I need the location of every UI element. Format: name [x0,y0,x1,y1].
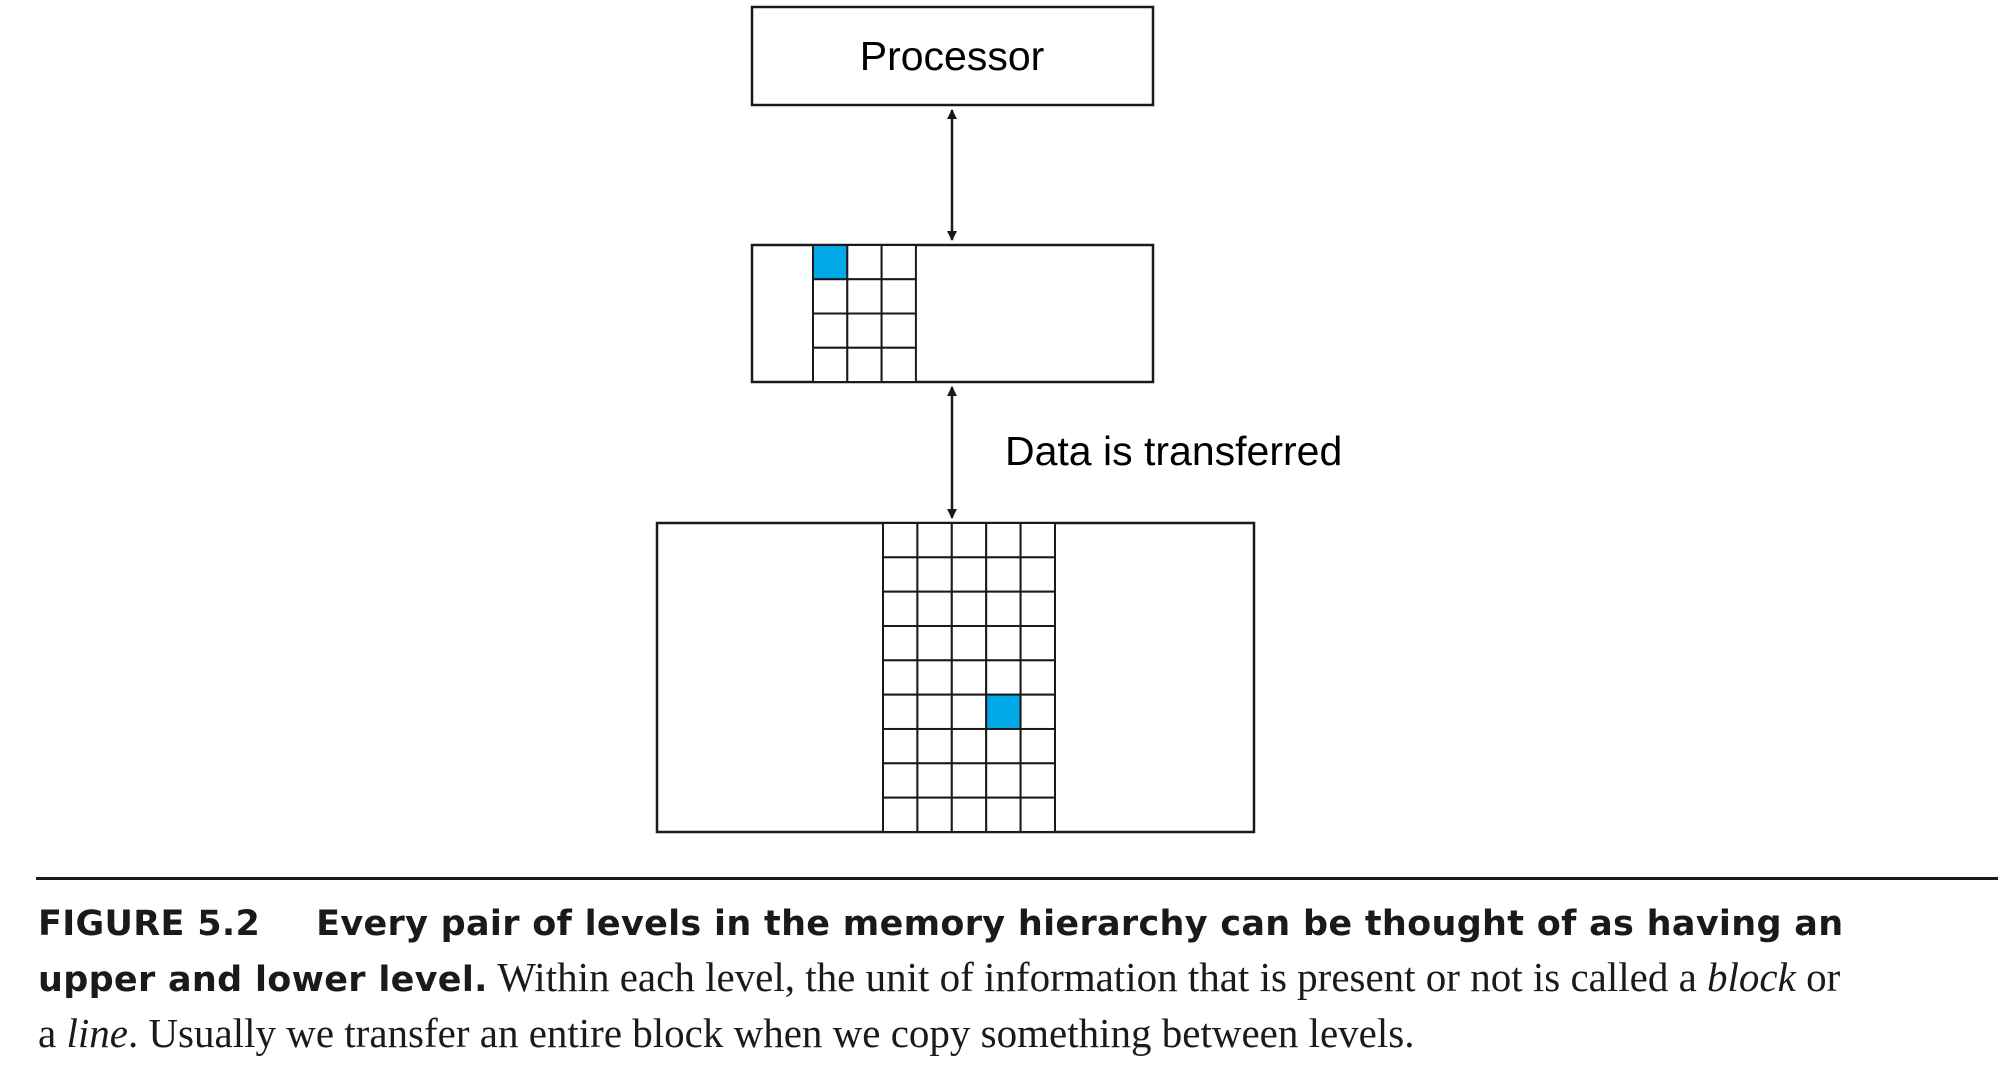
lower-level-block-cell [950,727,988,765]
upper-level-block-cell [846,346,883,383]
lower-level-block-cell [882,727,919,765]
lower-level-block-cell [950,590,988,627]
upper-level-block-cell [880,312,917,349]
lower-level-block-cell [1019,693,1056,730]
lower-level-block-cell [882,556,919,593]
lower-level-block-cell [1019,590,1056,627]
lower-level-block-cell [950,556,988,593]
lower-level-block-cell [1019,727,1056,765]
upper-level-block-cell [880,244,917,281]
upper-level-block-cell [846,278,883,315]
lower-level-block-cell [882,762,919,799]
figure-label: FIGURE 5.2 [38,904,261,944]
caption-body-continued: or [1795,954,1841,1000]
lower-level-block-cell [916,693,953,730]
lower-level-block-cell [950,762,988,799]
caption-body-lead: a [38,1010,67,1056]
lower-level-block-grid [882,522,1056,833]
lower-level-block-cell [985,762,1022,799]
upper-level-block-cell [812,346,849,383]
lower-level-block-cell [950,796,988,833]
caption-line-3: a line. Usually we transfer an entire bl… [38,1005,2000,1061]
upper-level-block-cell [880,346,917,383]
lower-level-block-cell [882,693,919,730]
caption-title-continued: upper and lower level. [38,960,488,1000]
upper-level-block-cell [812,312,849,349]
lower-level-block-cell [985,556,1022,593]
lower-level-block-cell [882,522,919,559]
lower-level-block-cell [1019,659,1056,696]
lower-level-block-cell [1019,624,1056,662]
caption-rule [36,877,1998,880]
lower-level-block-cell [1019,522,1056,559]
upper-level-block-cell [880,278,917,315]
caption-title: Every pair of levels in the memory hiera… [316,904,1844,944]
lower-level-highlighted-block [985,693,1022,730]
lower-level-block-cell [882,796,919,833]
term-line: line [66,1010,128,1056]
lower-level-block-cell [985,796,1022,833]
lower-level-block-cell [916,727,953,765]
lower-level-block-cell [916,659,953,696]
lower-level-block-cell [950,522,988,559]
lower-level-block-cell [916,590,953,627]
caption-body: Within each level, the unit of informati… [487,954,1708,1000]
lower-level-block-cell [916,556,953,593]
caption-line-2: upper and lower level. Within each level… [38,949,2000,1005]
lower-level-block-cell [1019,796,1056,833]
upper-level-highlighted-block [812,244,849,281]
memory-hierarchy-diagram: Processor Data is transferred [655,5,1342,834]
lower-level-block-cell [882,590,919,627]
lower-level-block-cell [985,590,1022,627]
lower-level-block-cell [985,727,1022,765]
lower-level-block-cell [916,762,953,799]
processor-label: Processor [860,33,1045,79]
lower-level-block-cell [1019,556,1056,593]
lower-level-block-cell [950,693,988,730]
lower-level-block-cell [882,624,919,662]
lower-level-block-cell [985,522,1022,559]
caption-body-end: . Usually we transfer an entire block wh… [127,1010,1415,1056]
upper-level-block-cell [812,278,849,315]
lower-level-block-cell [916,796,953,833]
lower-level-block-cell [985,659,1022,696]
lower-level-block-cell [985,624,1022,662]
term-block: block [1707,954,1796,1000]
upper-level-block-cell [846,312,883,349]
lower-level-block-cell [950,659,988,696]
lower-level-block-cell [882,659,919,696]
lower-level-block-cell [916,624,953,662]
upper-level-block-grid [812,244,917,383]
caption-line-1: FIGURE 5.2 Every pair of levels in the me… [38,893,2000,949]
upper-level-block-cell [846,244,883,281]
processor-box [750,5,1155,107]
lower-level-block-cell [916,522,953,559]
figure-caption: FIGURE 5.2 Every pair of levels in the me… [38,893,2000,1061]
transfer-label: Data is transferred [1005,428,1342,474]
lower-level-block-cell [950,624,988,662]
lower-level-block-cell [1019,762,1056,799]
